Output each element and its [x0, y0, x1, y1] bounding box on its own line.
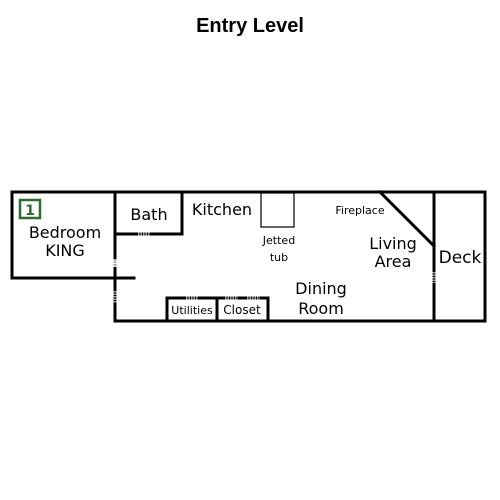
page-title: Entry Level: [196, 15, 304, 37]
doors: [113, 232, 436, 303]
bedroom-label: Bedroom: [29, 223, 101, 242]
bedroom-number-badge: [18, 198, 42, 220]
living-area-label-2: Area: [375, 252, 412, 271]
bath-label: Bath: [130, 205, 167, 224]
jetted-tub-fixture: [260, 192, 295, 228]
living-area-label: Living: [369, 234, 417, 253]
bedroom-number: 1: [25, 203, 35, 219]
kitchen-label: Kitchen: [192, 200, 252, 219]
utilities-label: Utilities: [171, 304, 213, 317]
closet-label: Closet: [223, 303, 261, 317]
jetted-tub-label: Jetted: [262, 234, 295, 247]
dining-room-label-2: Room: [298, 299, 344, 318]
bedroom-bed-type: KING: [45, 241, 85, 260]
jetted-tub-label-2: tub: [270, 251, 288, 264]
bedroom-wall: [10, 190, 117, 280]
fireplace-wall: [377, 189, 437, 249]
deck-label: Deck: [439, 248, 482, 268]
dining-room-label: Dining: [295, 279, 347, 298]
bath-wall: [113, 190, 184, 236]
fireplace-label: Fireplace: [335, 204, 384, 217]
